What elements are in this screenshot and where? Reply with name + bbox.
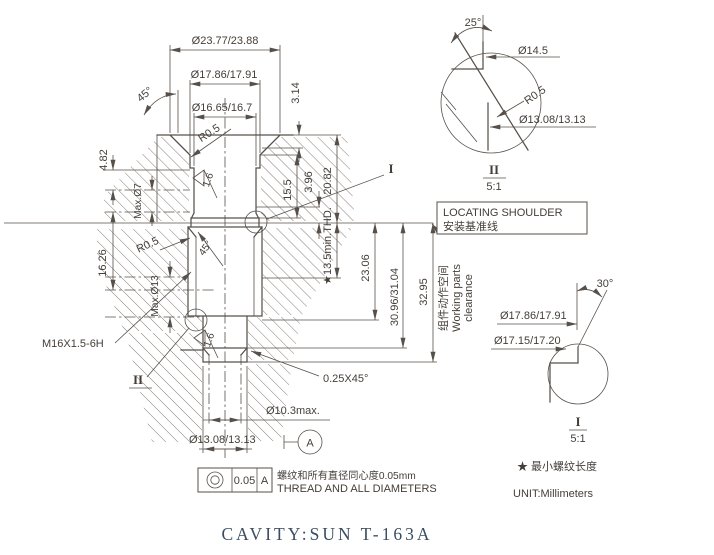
- concentricity-icon: [210, 475, 220, 485]
- concentricity-note-cn: 螺纹和所有直径同心度0.05mm: [277, 469, 416, 482]
- dim-396: 3.96: [303, 171, 315, 192]
- detail-i-dia2: Ø17.15/17.20: [494, 335, 561, 347]
- concentricity-icon: [206, 471, 224, 489]
- dim-angle-mid: 45°: [197, 239, 215, 258]
- clearance-en2: clearance: [463, 274, 475, 322]
- detail-circle: [547, 343, 609, 405]
- max-hole-phantom: [208, 354, 242, 425]
- dimension-lines: [110, 47, 436, 452]
- detail-i-label: I: [575, 414, 580, 429]
- locating-shoulder-cn: 安装基准线: [443, 219, 498, 233]
- clearance-en1: Working parts: [451, 264, 463, 332]
- finish-16-bottom: 1.6: [202, 331, 217, 348]
- dim-r05-top: R0.5: [196, 122, 222, 145]
- dim-314: 3.14: [290, 82, 302, 103]
- dim-2082: 20.82: [322, 167, 334, 195]
- hatch-regions: [97, 137, 355, 442]
- detail-ii-angle: 25°: [465, 17, 482, 29]
- dim-3096: 30.96/31.04: [389, 268, 401, 326]
- locating-shoulder-en: LOCATING SHOULDER: [443, 207, 563, 219]
- port-phantom-lines: [105, 189, 215, 318]
- finish-16-top: 1.6: [201, 171, 216, 188]
- dim-482: 4.82: [98, 149, 110, 170]
- detail-ii-r: R0.5: [522, 84, 548, 107]
- unit-note: UNIT:Millimeters: [513, 488, 594, 500]
- dim-dia-1665: Ø16.65/16.7: [192, 102, 253, 114]
- roughness-icon: [193, 329, 219, 359]
- datum-a-label: A: [306, 438, 314, 450]
- dim-dia-2377: Ø23.77/23.88: [192, 35, 259, 47]
- thread-leader: [114, 271, 192, 344]
- chamfer-mid-leader: [197, 231, 224, 267]
- part-outline: [156, 134, 294, 363]
- dim-thd-min: ★13.5min.THD.: [322, 207, 334, 285]
- star-note: ★ 最小螺纹长度: [517, 459, 597, 473]
- locating-shoulder-callout: LOCATING SHOULDER 安装基准线: [436, 201, 588, 235]
- detail-i-dia1: Ø17.86/17.91: [500, 310, 567, 322]
- detail-ii-ref: II: [133, 372, 143, 387]
- concentricity-note-en: THREAD AND ALL DIAMETERS: [277, 483, 437, 495]
- detail-i-angle: 30°: [597, 278, 614, 290]
- fcf-tolerance: 0.05: [234, 475, 255, 487]
- hatch-right-upper: [261, 137, 355, 221]
- drawing-title: CAVITY:SUN T-163A: [222, 524, 433, 544]
- dim-max-d13: Max.Ø13: [150, 275, 161, 317]
- datum-circle: [297, 429, 323, 455]
- hatch-left-mid: [97, 229, 202, 331]
- detail-ii-dia1: Ø14.5: [518, 45, 548, 57]
- detail-ii-view: 25° Ø14.5 R0.5 Ø13.08/13.13 II 5:1: [440, 15, 596, 193]
- datum-a-flag: A: [283, 429, 323, 455]
- notes-block: 0.05 A 螺纹和所有直径同心度0.05mm THREAD AND ALL D…: [197, 459, 597, 500]
- dim-dia-1308: Ø13.08/13.13: [189, 434, 256, 446]
- dim-angle-top: 45°: [135, 85, 155, 105]
- hatch-left-bottom: [126, 333, 202, 442]
- detail-ii-circle: [184, 308, 208, 332]
- dim-2306: 23.06: [360, 254, 372, 282]
- clearance-cn: 组件动作空间: [436, 265, 450, 331]
- chamfer-bot-leader: [250, 350, 320, 377]
- leader-lines: [114, 128, 441, 389]
- callout-box: [436, 201, 588, 235]
- centerlines: [105, 98, 242, 458]
- dim-3295: 32.95: [418, 278, 430, 306]
- surface-finish-symbols: [192, 169, 219, 359]
- feature-control-frame: [197, 467, 273, 493]
- detail-ii-dia2: Ø13.08/13.13: [519, 114, 586, 126]
- roughness-icon: [192, 169, 218, 199]
- hatch-right-bottom: [248, 364, 292, 441]
- detail-i-circle: [244, 210, 268, 234]
- hatch-right-mid: [263, 228, 352, 315]
- thread-spec: M16X1.5-6H: [42, 338, 104, 350]
- detail-i-ref: I: [388, 161, 393, 176]
- hatch-left-upper: [104, 137, 189, 221]
- dim-155: 15.5: [282, 179, 294, 200]
- dim-dia-1786: Ø17.86/17.91: [191, 69, 258, 81]
- main-view: A Ø23.77/23.88 Ø17.86/17.91 Ø16.65/16.7 …: [4, 35, 475, 458]
- extension-lines: [4, 45, 437, 453]
- dim-1626: 16.26: [97, 249, 109, 277]
- detail-ii-label: II: [489, 162, 499, 177]
- r05-mid-leader: [159, 237, 191, 251]
- detail-i-scale: 5:1: [570, 433, 585, 445]
- r05-top-leader: [190, 128, 232, 158]
- detail-i-leader: [266, 174, 385, 220]
- detail-ii-leader: [146, 327, 190, 378]
- dim-max-d7: Max.Ø7: [133, 183, 144, 219]
- dim-dia-103: Ø10.3max.: [266, 405, 320, 417]
- hatch-right-low: [248, 317, 301, 360]
- chamfer-bot-note: 0.25X45°: [323, 373, 368, 385]
- fcf-datum: A: [261, 475, 269, 487]
- detail-circle: [440, 52, 542, 154]
- detail-ii-scale: 5:1: [486, 181, 501, 193]
- detail-i-view: 30° Ø17.86/17.91 Ø17.15/17.20 I 5:1: [491, 278, 613, 445]
